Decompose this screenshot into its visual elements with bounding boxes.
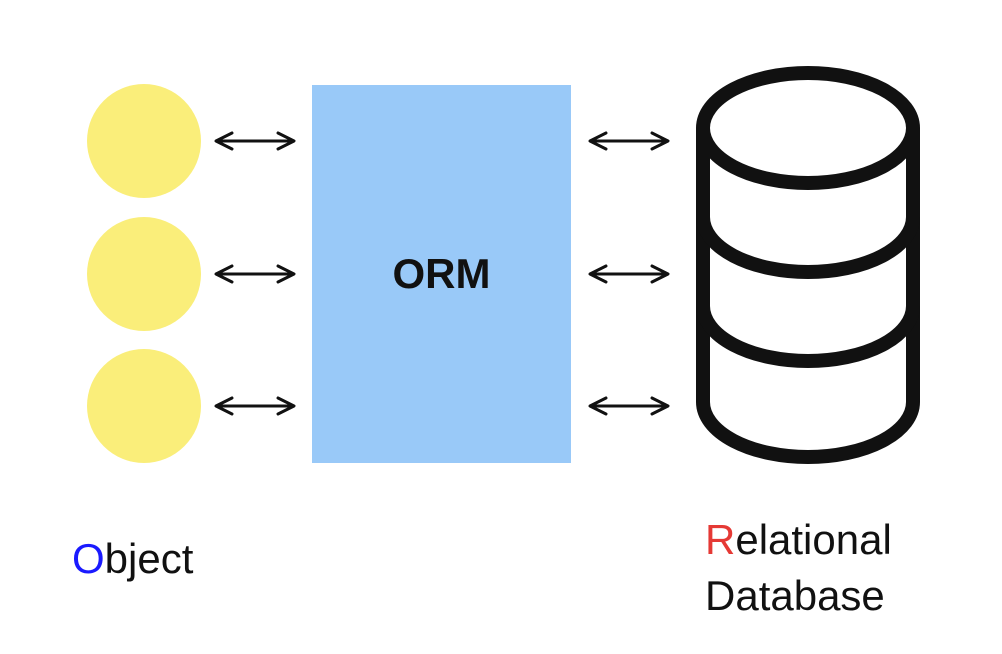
- orm-label: ORM: [392, 250, 491, 297]
- database-body: [696, 128, 920, 464]
- database-label-line1-rest: elational: [735, 516, 892, 563]
- database-label: Relational Database: [705, 512, 892, 624]
- object-circle-1: [87, 84, 201, 198]
- database-label-line2: Database: [705, 572, 885, 619]
- database-cylinder-icon: [696, 66, 920, 464]
- database-label-highlight: R: [705, 516, 736, 563]
- object-label: Object: [72, 538, 193, 580]
- object-label-highlight: O: [72, 535, 105, 582]
- object-circle-3: [87, 349, 201, 463]
- object-circle-2: [87, 217, 201, 331]
- database-top-ellipse: [696, 66, 920, 190]
- database-label-line1: Relational: [705, 512, 892, 568]
- database-ring-1: [696, 216, 920, 279]
- object-label-rest: bject: [104, 535, 194, 582]
- database-ring-2: [696, 305, 920, 368]
- orm-box: [312, 85, 571, 463]
